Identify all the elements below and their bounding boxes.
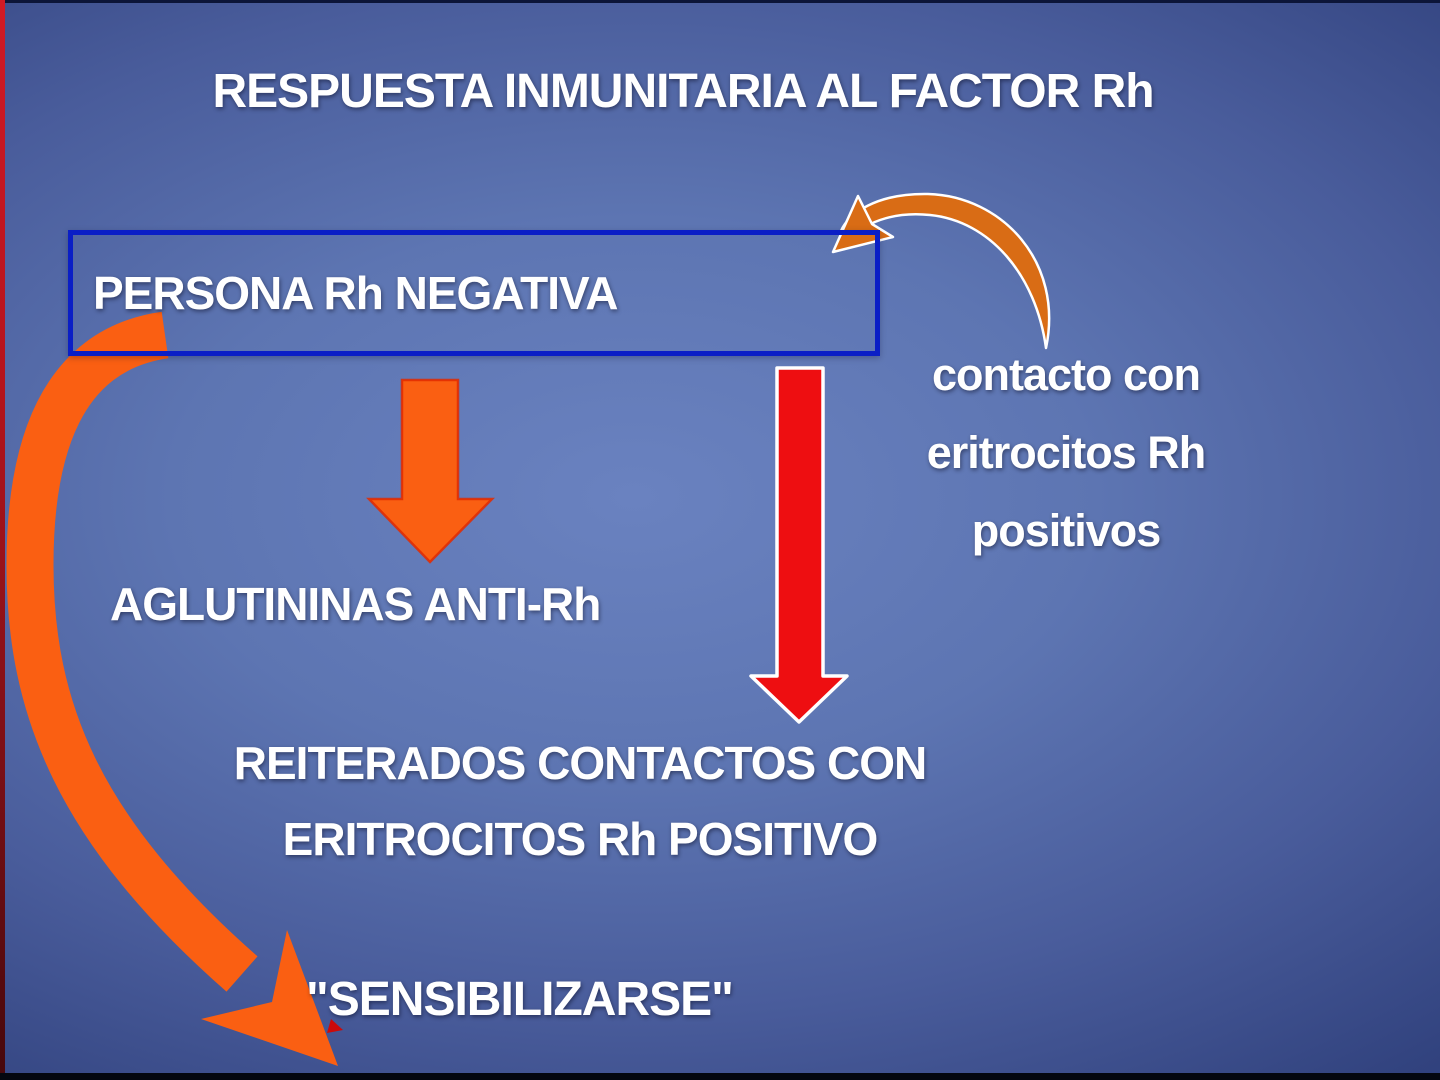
contact-note-line-2: eritrocitos Rh: [926, 427, 1207, 478]
agglutinins-label: AGLUTININAS ANTI-Rh: [110, 578, 601, 630]
slide-title: RESPUESTA INMUNITARIA AL FACTOR Rh: [212, 65, 1154, 118]
contact-note-line-1: contacto con: [931, 349, 1201, 400]
person-rh-negativa-label: PERSONA Rh NEGATIVA: [93, 267, 619, 319]
repeated-contacts-line-1: REITERADOS CONTACTOS CON: [233, 737, 927, 789]
top-edge-line: [0, 0, 1440, 3]
down-arrow-orange-icon: [366, 378, 495, 564]
bottom-black-strip: [0, 1073, 1440, 1080]
repeated-contacts-line-2: ERITROCITOS Rh POSITIVO: [282, 813, 879, 865]
red-speck-icon: [327, 1019, 343, 1033]
repeated-contacts-label: REITERADOS CONTACTOS CON ERITROCITOS Rh …: [200, 725, 960, 877]
contact-note-line-3: positivos: [971, 505, 1162, 556]
person-rh-negativa-box: PERSONA Rh NEGATIVA: [68, 230, 880, 356]
down-arrow-red-icon: [749, 366, 849, 724]
left-red-strip: [0, 0, 5, 1080]
contact-note: contacto con eritrocitos Rh positivos: [896, 336, 1236, 570]
curved-arrow-sensitize-icon: [6, 311, 343, 1066]
sensitization-label: "SENSIBILIZARSE": [306, 973, 734, 1026]
